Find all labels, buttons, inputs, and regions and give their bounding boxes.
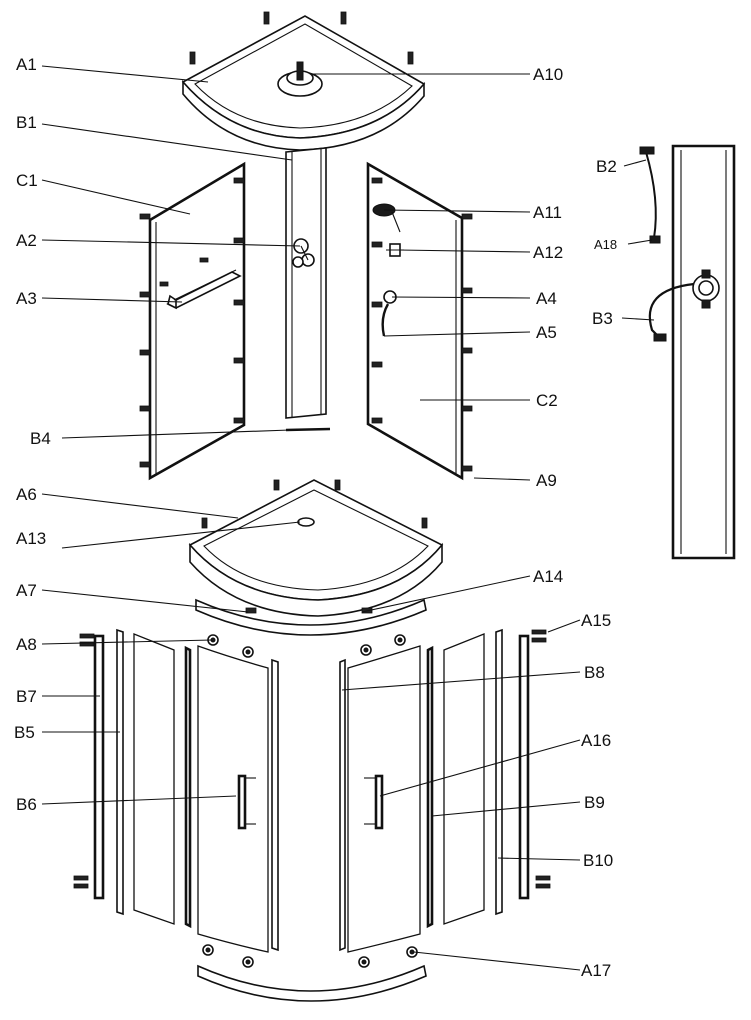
- label-a1: A1: [16, 55, 37, 74]
- door-right-magnetic-seal-b8: [339, 658, 346, 952]
- shower-tray: [188, 479, 444, 617]
- fixed-panel-left-seal: [116, 628, 124, 916]
- label-b7: B7: [16, 687, 37, 706]
- right-panel-screws: [371, 177, 473, 472]
- label-a13: A13: [16, 529, 46, 548]
- shower-hose-a5: [381, 303, 390, 337]
- fixed-panel-right-seal-b10: [495, 628, 503, 916]
- label-a17: A17: [581, 961, 611, 980]
- column-side-view: [671, 144, 736, 560]
- sliding-door-left-b6: [197, 645, 269, 953]
- label-b4: B4: [30, 429, 51, 448]
- label-b1: B1: [16, 113, 37, 132]
- label-a6: A6: [16, 485, 37, 504]
- roof-shower-head-a10: [277, 61, 323, 97]
- fixed-glass-right: [443, 633, 485, 925]
- fixed-glass-left-b5: [133, 633, 175, 925]
- centre-column-panel: [285, 147, 327, 419]
- wall-profile-screws-left: [73, 633, 95, 889]
- label-c2: C2: [536, 391, 558, 410]
- label-c1: C1: [16, 171, 38, 190]
- label-b10: B10: [583, 851, 613, 870]
- fixed-panel-left-profile: [184, 645, 192, 929]
- left-panel-screws: [139, 177, 245, 468]
- wall-profile-left-b7: [93, 634, 105, 900]
- drain-a13: [297, 517, 315, 527]
- label-a9: A9: [536, 471, 557, 490]
- label-a2: A2: [16, 231, 37, 250]
- label-a15: A15: [581, 611, 611, 630]
- lower-hose-b3: [648, 282, 695, 342]
- top-rollers-a8: [207, 634, 406, 658]
- shelf-a3: [159, 257, 242, 310]
- label-b3: B3: [592, 309, 613, 328]
- upper-hose-b2: [639, 146, 661, 244]
- column-seal-b4: [285, 427, 331, 432]
- tray-screws: [201, 479, 428, 529]
- label-a4: A4: [536, 289, 557, 308]
- roof-fixing-screws: [189, 11, 414, 65]
- fixed-panel-right-profile-b9: [426, 645, 434, 929]
- bottom-rollers-a17: [202, 944, 418, 968]
- bottom-curved-track: [197, 964, 427, 1002]
- label-a16: A16: [581, 731, 611, 750]
- label-a18: A18: [594, 237, 617, 252]
- label-a14: A14: [533, 567, 563, 586]
- wall-profile-screws-right-a15: [531, 629, 551, 889]
- label-a8: A8: [16, 635, 37, 654]
- label-b2: B2: [596, 157, 617, 176]
- label-b8: B8: [584, 663, 605, 682]
- label-a3: A3: [16, 289, 37, 308]
- label-b5: B5: [14, 723, 35, 742]
- wall-profile-right: [518, 634, 530, 900]
- label-b6: B6: [16, 795, 37, 814]
- sliding-door-right: [347, 645, 421, 953]
- leader-lines: [41, 65, 655, 971]
- door-left-vertical-seal: [271, 658, 279, 952]
- part-labels: A1 B1 C1 A2 A3 B4 A6 A13 A7 A8 B7 B5 B6 …: [14, 55, 617, 980]
- label-a10: A10: [533, 65, 563, 84]
- label-a11: A11: [533, 203, 562, 222]
- label-a5: A5: [536, 323, 557, 342]
- label-a7: A7: [16, 581, 37, 600]
- top-curved-track: [195, 598, 427, 636]
- left-side-panel: [148, 161, 246, 481]
- diverter-valve: [692, 269, 720, 309]
- label-b9: B9: [584, 793, 605, 812]
- label-a12: A12: [533, 243, 563, 262]
